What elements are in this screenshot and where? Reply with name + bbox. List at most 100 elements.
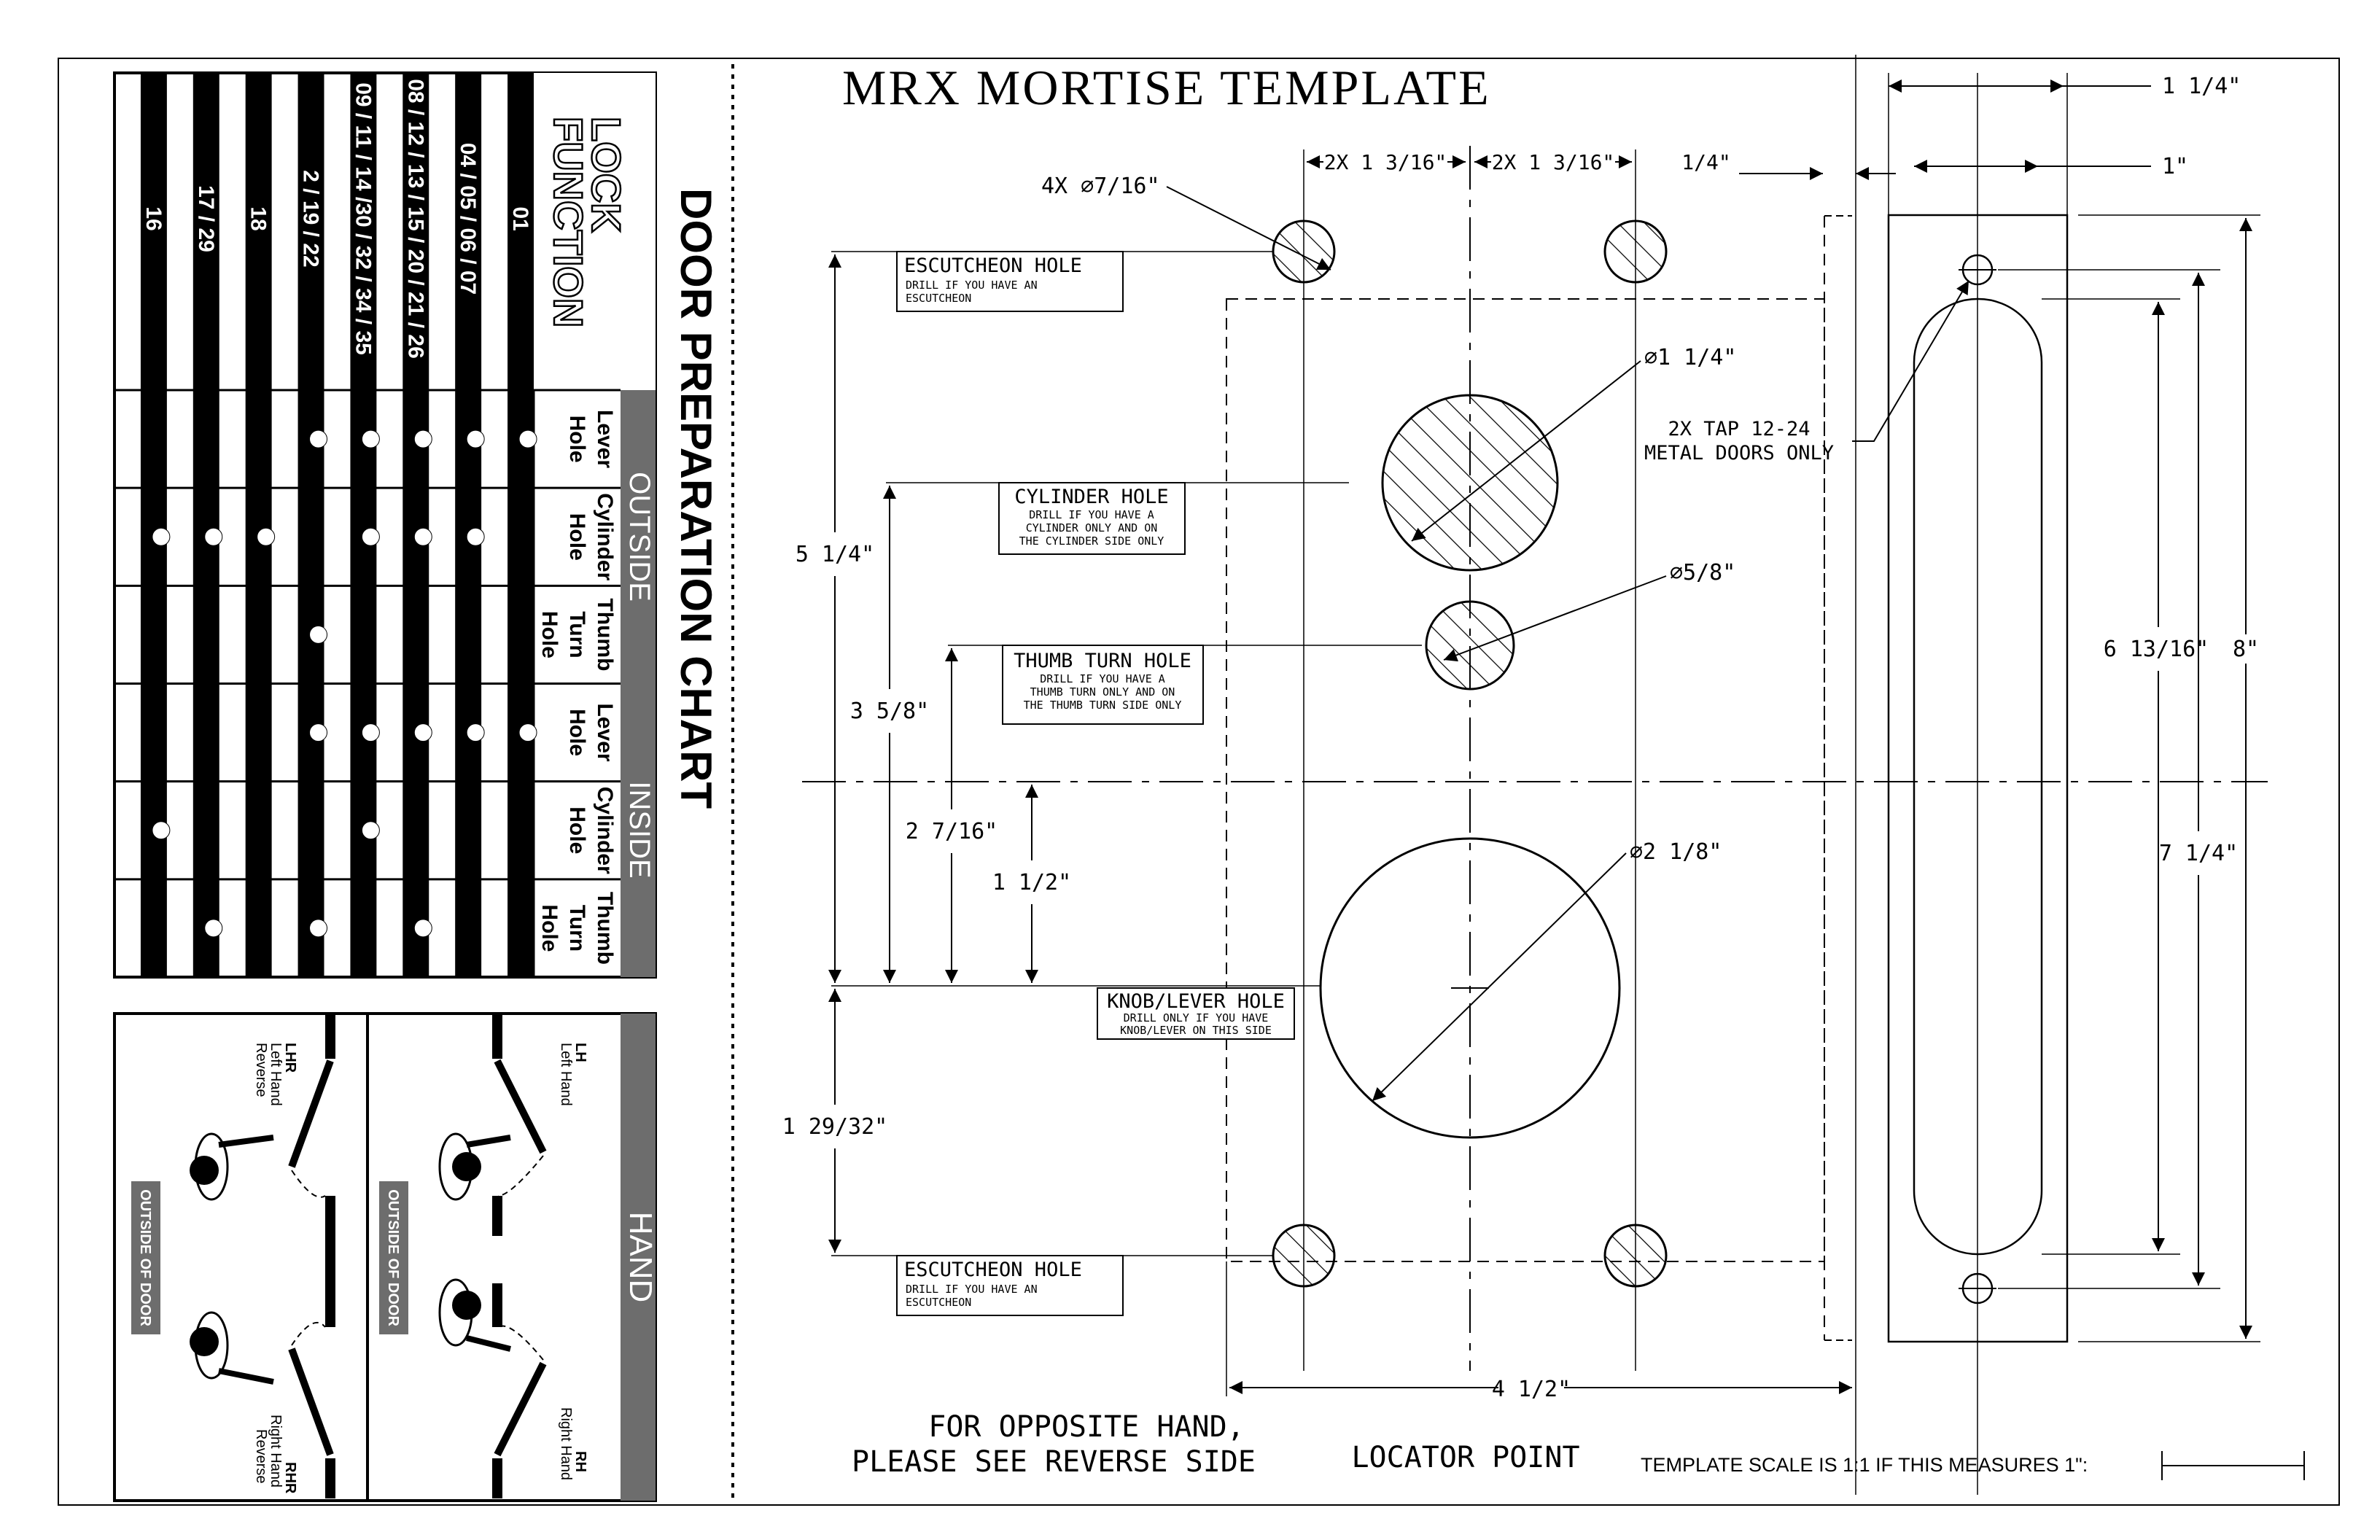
hole-column-header: Hole — [537, 611, 561, 658]
lhr-door-leaf — [288, 1059, 334, 1168]
dim-1-29-32-label: 1 29/32" — [782, 1114, 888, 1140]
cyl-dia-leader — [1411, 360, 1641, 542]
lock-function-row-label: 17 / 29 — [194, 185, 218, 252]
hand-title-bar — [621, 1014, 656, 1501]
hole-column-header: Cylinder — [593, 787, 617, 874]
chart-row-labels: 01 04 / 05 / 06 / 07 08 / 12 / 13 / 15 / 2… — [141, 79, 532, 359]
dim-4-1-2-label: 4 1/2" — [1492, 1377, 1571, 1402]
lock-function-row-label: 16 — [141, 206, 166, 230]
chart-dot — [413, 723, 432, 742]
lh-swing-arc — [497, 1155, 544, 1197]
chart-dot — [466, 723, 485, 742]
knob-lever-hole — [1319, 837, 1621, 1139]
hand-panel: HAND OUTSIDE OF DOOR LH — [113, 1012, 658, 1502]
chart-title: DOOR PREPARATION CHART — [672, 188, 720, 809]
door-frame-mid — [492, 1196, 502, 1236]
svg-text:CYLINDER HOLE: CYLINDER HOLE — [1014, 486, 1168, 508]
lhr-name-2: Reverse — [253, 1043, 269, 1097]
thumb-dia-dim: ⌀5/8" — [1670, 560, 1735, 586]
chart-column-headers: LeverHoleCylinderHoleThumbTurnHoleLeverH… — [537, 410, 617, 965]
svg-text:THUMB TURN HOLE: THUMB TURN HOLE — [1014, 650, 1191, 672]
thumb-turn-note: THUMB TURN HOLE DRILL IF YOU HAVE A THUM… — [1002, 645, 1204, 725]
inside-group-label: INSIDE — [623, 781, 656, 878]
chart-dot — [361, 821, 380, 840]
locator-point: LOCATOR POINT — [1351, 1441, 1579, 1474]
row-stripe — [455, 73, 482, 977]
hole-column-header: Turn — [565, 611, 589, 658]
rh-swing-arc — [497, 1325, 544, 1361]
chart-dot — [257, 527, 276, 546]
person-icon-lh — [438, 1132, 511, 1201]
cylinder-hole — [1381, 394, 1559, 572]
hand-title: HAND — [623, 1212, 658, 1303]
svg-text:THE THUMB TURN SIDE ONLY: THE THUMB TURN SIDE ONLY — [1024, 699, 1182, 712]
dim-1-1-4-label: 1 1/4" — [2162, 74, 2241, 99]
row-stripe — [298, 73, 324, 977]
dim-6-13-16-bg — [2122, 627, 2191, 671]
svg-text:KNOB/LEVER ON THIS SIDE: KNOB/LEVER ON THIS SIDE — [1120, 1024, 1272, 1037]
lhr-name-1: Left Hand — [268, 1043, 284, 1106]
spacing-a-bg — [1323, 146, 1447, 175]
lh-door-leaf — [494, 1059, 547, 1154]
chart-dot — [413, 527, 432, 546]
rhr-name-2: Reverse — [253, 1429, 269, 1483]
chart-dot — [152, 821, 171, 840]
lh-abbr: LH — [572, 1043, 588, 1062]
escutcheon-hole-top-right — [1603, 219, 1668, 284]
escutcheon-hole-top-left — [1272, 219, 1336, 284]
chart-dot — [361, 723, 380, 742]
hole-column-header: Lever — [593, 704, 617, 762]
knob-lever-note: KNOB/LEVER HOLE DRILL ONLY IF YOU HAVE K… — [1097, 987, 1295, 1040]
row-stripe — [245, 73, 272, 977]
dim-8-label: 8" — [2233, 637, 2259, 662]
rh-name: Right Hand — [558, 1407, 574, 1480]
svg-text:DRILL ONLY IF YOU HAVE: DRILL ONLY IF YOU HAVE — [1124, 1011, 1269, 1024]
chart-dots — [152, 429, 537, 938]
inside-group-bar — [621, 683, 656, 977]
lhr-rhr-diagram: OUTSIDE OF DOOR LHR Left Hand Reverse RH… — [131, 1015, 335, 1498]
rev-frame-bot — [325, 1458, 335, 1498]
escutcheon-note-top: ESCUTCHEON HOLE DRILL IF YOU HAVE AN ESC… — [896, 251, 1124, 312]
hole-column-header: Hole — [565, 806, 589, 854]
cylinder-note: CYLINDER HOLE DRILL IF YOU HAVE A CYLIND… — [998, 482, 1186, 555]
hole-column-header: Thumb — [593, 892, 617, 965]
hole-column-header: Hole — [537, 904, 561, 952]
lock-function-row-label: 2 / 19 / 22 — [299, 170, 323, 267]
cyl-dia-dim: ⌀1 1/4" — [1644, 345, 1736, 370]
thumb-dia-leader — [1443, 575, 1667, 662]
hole-column-header: Hole — [565, 709, 589, 756]
rhr-swing-arc — [291, 1321, 326, 1346]
opposite-hand-line-1: FOR OPPOSITE HAND, — [928, 1410, 1244, 1444]
hole-column-header: Turn — [565, 905, 589, 952]
lock-function-row-label: 04 / 05 / 06 / 07 — [456, 143, 480, 295]
person-icon-rhr — [190, 1311, 274, 1385]
dim-3-5-8-bg — [860, 689, 919, 733]
svg-text:THE CYLINDER SIDE ONLY: THE CYLINDER SIDE ONLY — [1019, 534, 1164, 548]
spacing-dim-a-label: 2X 1 3/16" — [1324, 150, 1447, 174]
svg-text:DRILL IF YOU HAVE A: DRILL IF YOU HAVE A — [1040, 672, 1165, 685]
chart-dot — [413, 429, 432, 448]
svg-text:ESCUTCHEON: ESCUTCHEON — [906, 1296, 971, 1309]
hole-column-header: Thumb — [593, 598, 617, 671]
chart-dot — [309, 919, 328, 938]
chart-dot — [466, 527, 485, 546]
dim-2-7-16-label: 2 7/16" — [906, 819, 998, 844]
row-stripe — [192, 73, 219, 977]
svg-text:ESCUTCHEON HOLE: ESCUTCHEON HOLE — [904, 254, 1082, 277]
lock-function-row-label: 01 — [508, 206, 532, 230]
svg-text:ESCUTCHEON: ESCUTCHEON — [906, 292, 971, 305]
lock-function-header — [534, 73, 656, 390]
quarter-dim-label: 1/4" — [1681, 150, 1730, 174]
chart-dot — [309, 723, 328, 742]
lock-body-outline — [1226, 298, 1825, 1262]
rev-frame-top — [325, 1015, 335, 1059]
lock-function-row-label: 08 / 12 / 13 / 15 / 20 / 21 / 26 — [403, 79, 427, 359]
dim-5-1-4-bg — [802, 532, 868, 576]
dim-3-5-8-label: 3 5/8" — [850, 699, 929, 724]
chart-dot — [361, 527, 380, 546]
svg-text:THUMB TURN ONLY AND ON: THUMB TURN ONLY AND ON — [1030, 685, 1175, 699]
door-frame-top — [492, 1015, 502, 1059]
chart-dot — [204, 527, 223, 546]
outside-of-door-badge-left — [131, 1181, 160, 1334]
